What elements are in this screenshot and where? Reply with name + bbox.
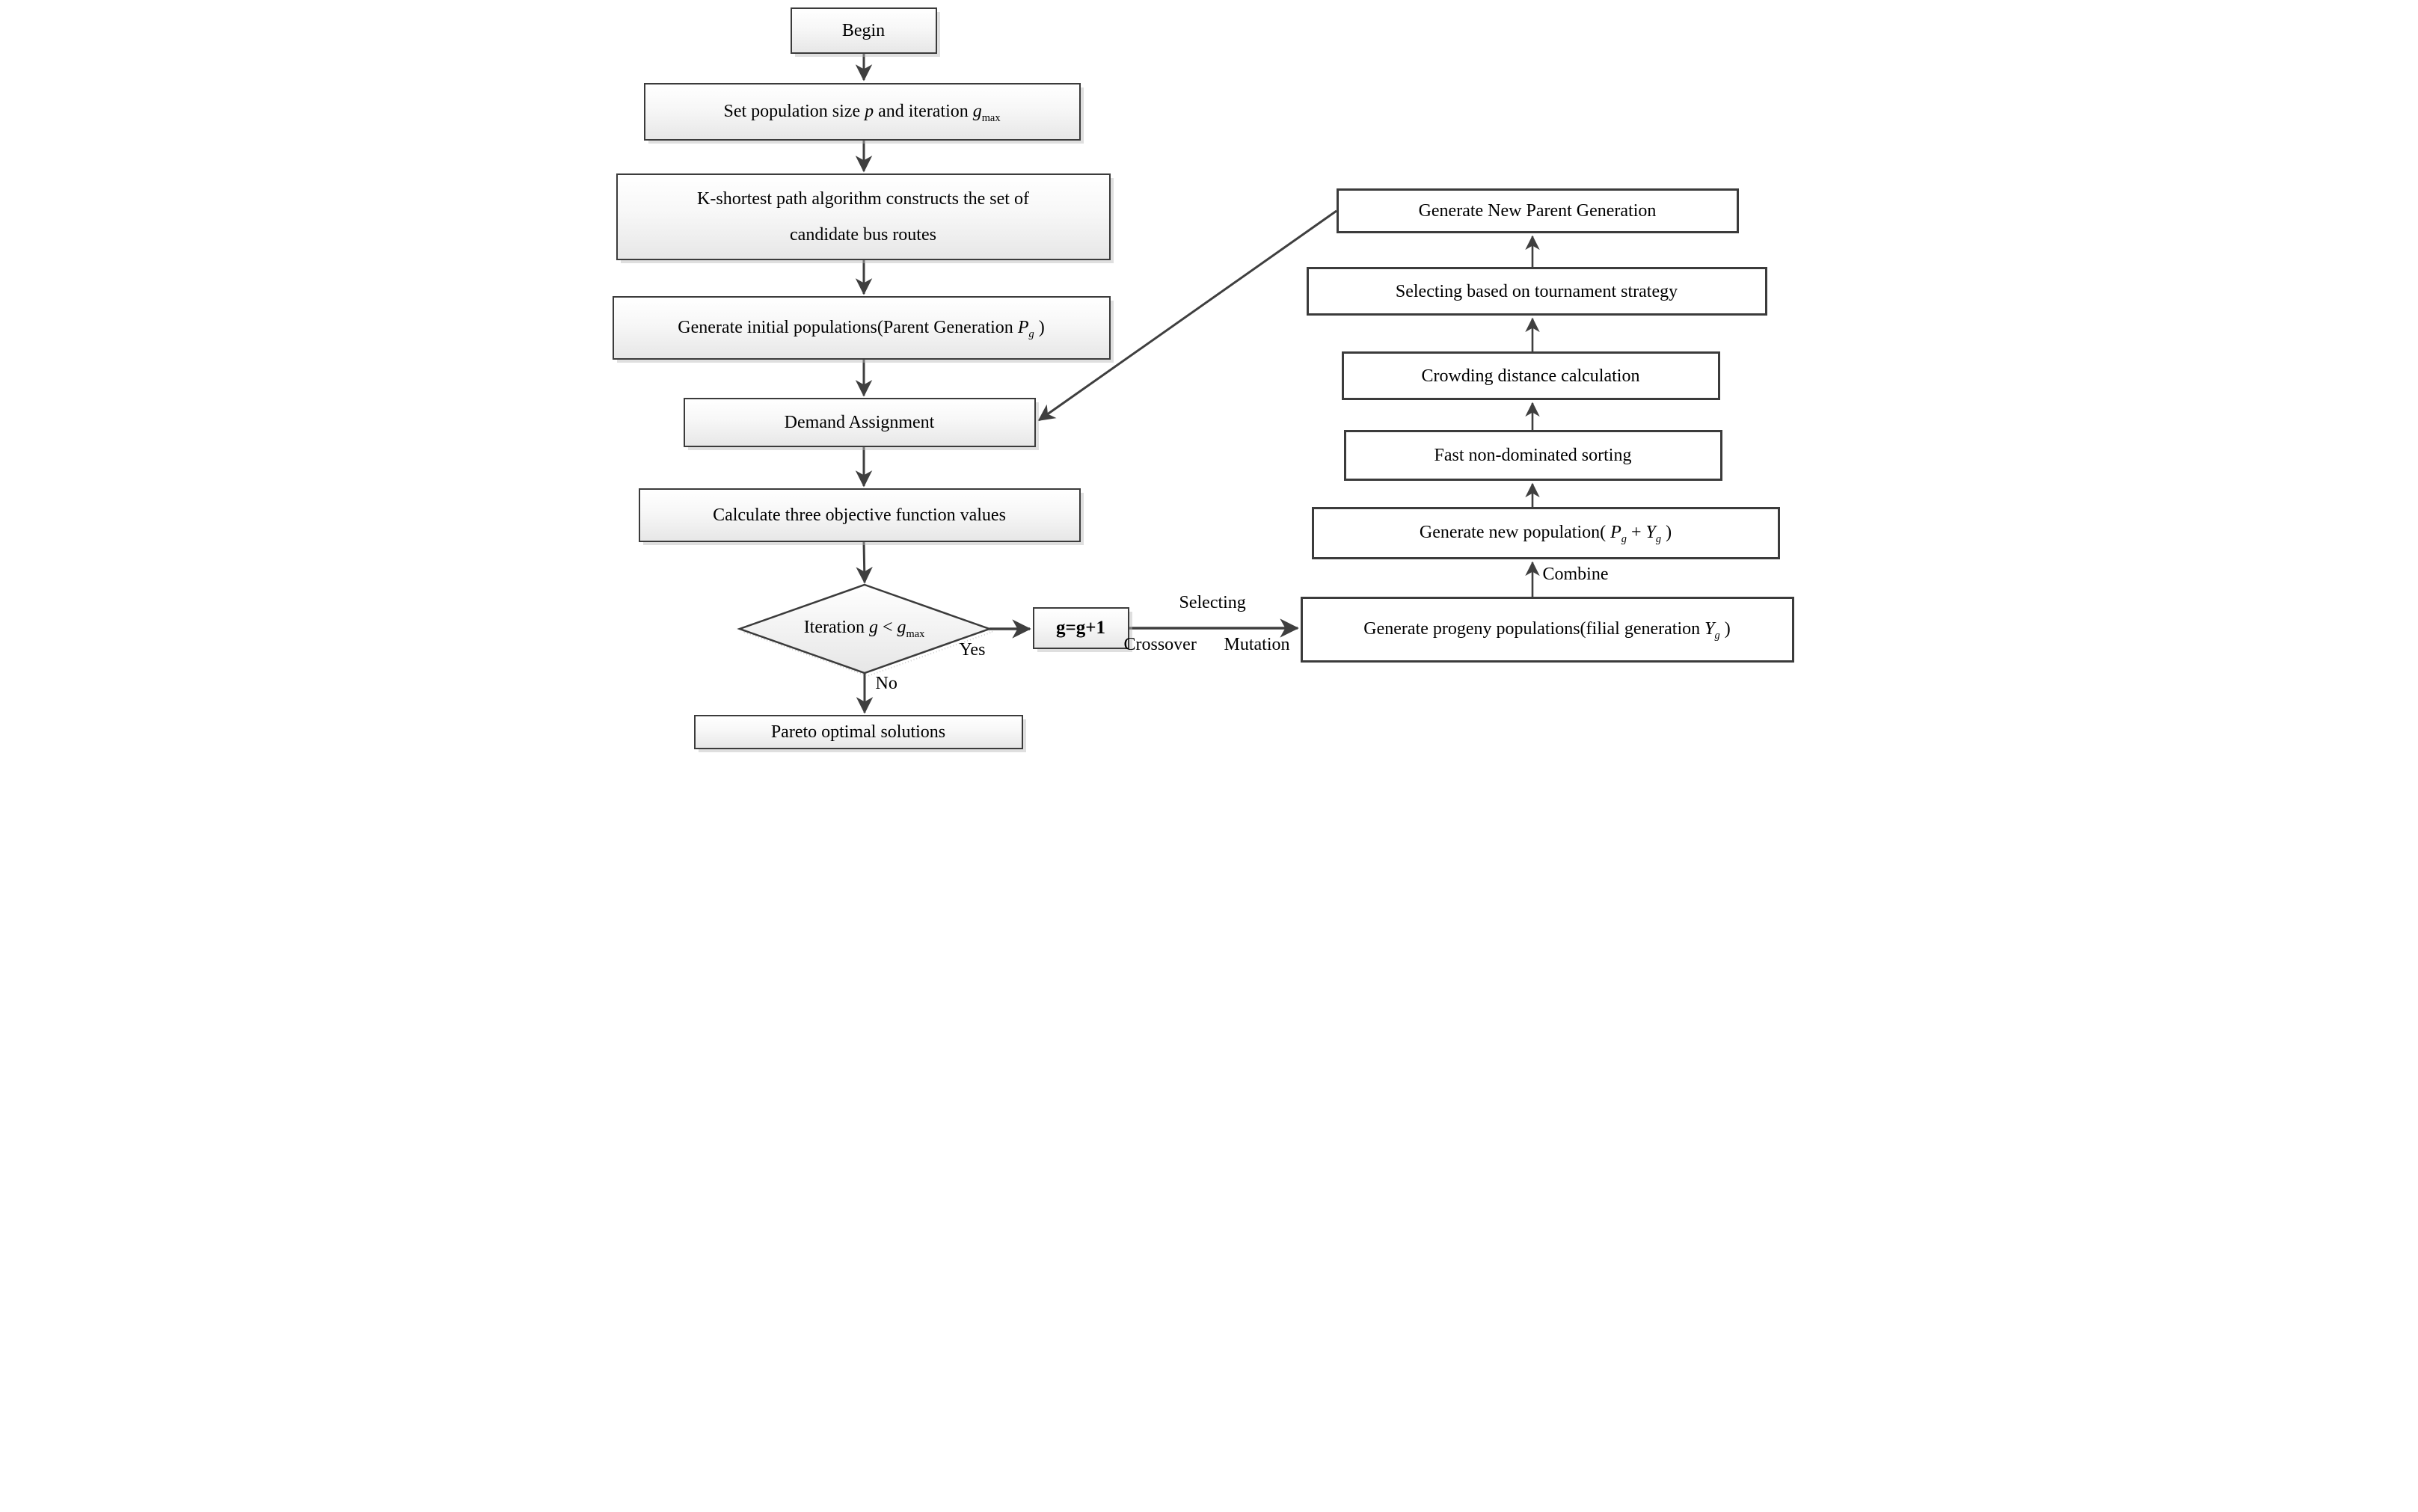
text-line-2: candidate bus routes — [790, 225, 936, 245]
connector-layer — [736, 54, 1540, 714]
edge-label-yes: Yes — [959, 640, 986, 660]
subscript-max: max — [906, 627, 925, 640]
node-calculate-objectives: Calculate three objective function value… — [638, 488, 1081, 542]
node-text: Generate initial populations(Parent Gene… — [678, 316, 1044, 339]
text-run: ) — [1034, 317, 1045, 337]
var-Y: Y — [1704, 619, 1715, 639]
text-run: < — [877, 618, 897, 637]
subscript-g: g — [1655, 533, 1662, 546]
node-generate-initial-populations: Generate initial populations(Parent Gene… — [612, 296, 1111, 360]
text-run: Iteration — [803, 618, 869, 637]
node-text: Generate new population( Pg + Yg ) — [1420, 521, 1672, 544]
node-text: Set population size p and iteration gmax — [723, 100, 1000, 123]
node-text: Begin — [841, 21, 886, 40]
node-text: Calculate three objective function value… — [713, 505, 1006, 525]
node-crowding-distance: Crowding distance calculation — [1341, 351, 1720, 400]
decision-diamond-shape — [736, 583, 992, 674]
node-iteration-decision: Iteration g < gmax — [752, 618, 977, 639]
var-g: g — [897, 618, 906, 637]
subscript-g: g — [1714, 630, 1720, 642]
arrow-new-parent-to-demand — [1037, 209, 1337, 422]
var-p: p — [865, 101, 874, 121]
node-text: Generate New Parent Generation — [1418, 201, 1657, 221]
text-run: Set population size — [723, 101, 865, 121]
node-demand-assignment: Demand Assignment — [683, 398, 1036, 447]
text-run: ) — [1719, 619, 1731, 639]
edge-label-no: No — [875, 674, 897, 693]
node-text: Selecting based on tournament strategy — [1395, 281, 1678, 301]
node-text: Generate progeny populations(filial gene… — [1363, 618, 1730, 641]
arrow-calc-to-decision — [855, 541, 873, 584]
edge-label-selecting: Selecting — [1179, 593, 1246, 612]
var-P: P — [1017, 317, 1029, 337]
node-text: Demand Assignment — [784, 413, 935, 432]
node-text: Pareto optimal solutions — [770, 722, 946, 742]
var-Y: Y — [1645, 523, 1656, 543]
text-run: Generate progeny populations(filial gene… — [1363, 619, 1705, 639]
node-k-shortest-path: K-shortest path algorithm constructs the… — [616, 173, 1111, 260]
text-run: Generate new population( — [1419, 523, 1611, 543]
node-fast-nondominated-sorting: Fast non-dominated sorting — [1343, 430, 1722, 481]
node-begin: Begin — [790, 7, 937, 54]
subscript-g: g — [1621, 533, 1627, 546]
node-increment-g: g=g+1 — [1032, 607, 1129, 649]
text-line-1: K-shortest path algorithm constructs the… — [697, 189, 1029, 209]
edge-label-crossover: Crossover — [1123, 635, 1197, 654]
node-text: Crowding distance calculation — [1421, 366, 1640, 386]
node-pareto-optimal-solutions: Pareto optimal solutions — [693, 715, 1023, 749]
edge-label-mutation: Mutation — [1224, 635, 1290, 654]
node-text: g=g+1 — [1056, 618, 1105, 639]
subscript-max: max — [981, 111, 1001, 124]
node-set-parameters: Set population size p and iteration gmax — [643, 83, 1081, 141]
text-run: ) — [1661, 523, 1672, 543]
text-run: Generate initial populations(Parent Gene… — [678, 317, 1018, 337]
node-text: K-shortest path algorithm constructs the… — [697, 181, 1029, 253]
text-run: and iteration — [874, 101, 973, 121]
text-run: + — [1627, 523, 1646, 543]
var-g: g — [972, 101, 982, 121]
var-g: g — [868, 618, 878, 637]
var-P: P — [1610, 523, 1621, 543]
edge-label-combine: Combine — [1542, 565, 1609, 584]
node-generate-new-parent: Generate New Parent Generation — [1336, 188, 1739, 233]
node-tournament-selection: Selecting based on tournament strategy — [1306, 267, 1767, 316]
node-text: Fast non-dominated sorting — [1434, 446, 1632, 465]
node-generate-progeny: Generate progeny populations(filial gene… — [1300, 597, 1794, 663]
node-generate-new-population: Generate new population( Pg + Yg ) — [1311, 507, 1780, 559]
subscript-g: g — [1028, 328, 1034, 340]
flowchart-canvas: Begin Set population size p and iteratio… — [604, 0, 1814, 756]
